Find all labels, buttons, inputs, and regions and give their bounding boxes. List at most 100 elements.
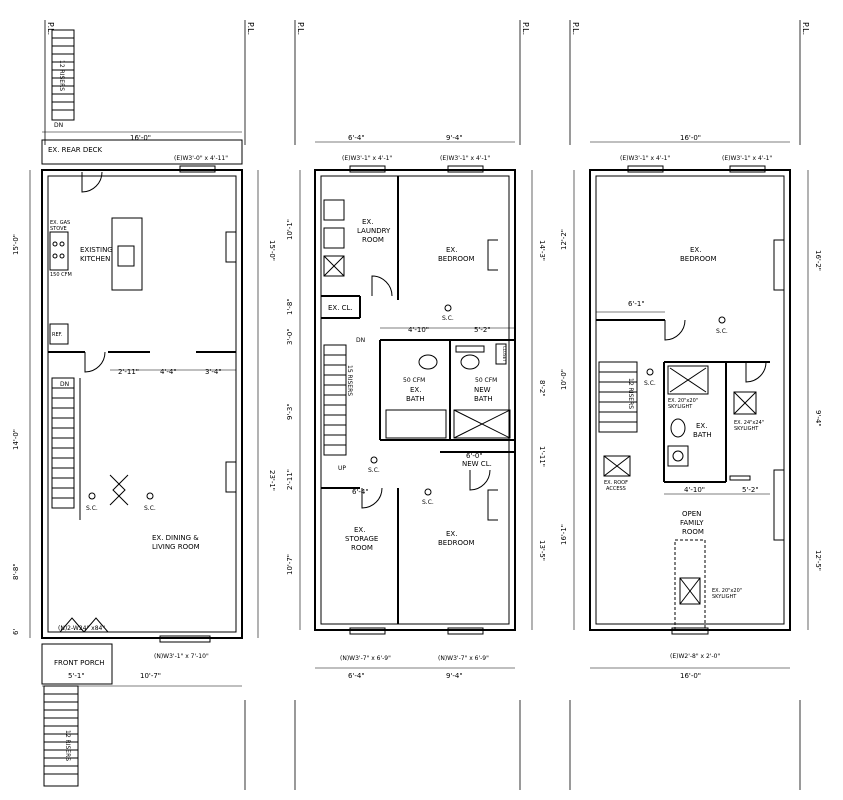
- new-cl-label: 6'-0": [466, 452, 483, 460]
- left-dim: 10'-7": [286, 554, 294, 575]
- width-bottom-dim: 16'-0": [680, 672, 701, 680]
- kitchen-label: KITCHEN: [80, 255, 110, 263]
- sc-label: S.C.: [86, 505, 98, 512]
- window-bottom: (E)W2'-8" x 2'-0": [670, 653, 720, 660]
- left-dim: 1'-8": [286, 298, 294, 315]
- bedroom-rear-label: BEDROOM: [438, 255, 475, 263]
- stair-up: UP: [338, 465, 346, 472]
- window-top: (E)W3'-1" x 4'-1": [722, 155, 772, 162]
- skylight-hall-label: SKYLIGHT: [734, 426, 759, 432]
- left-dim: 15'-0": [12, 234, 20, 255]
- sc-label: S.C.: [368, 467, 380, 474]
- bath-label: EX.: [696, 422, 707, 430]
- bedroom-label: BEDROOM: [680, 255, 717, 263]
- sc-label: S.C.: [442, 315, 454, 322]
- stove-label: STOVE: [50, 226, 67, 232]
- stair-dn: DN: [60, 381, 69, 388]
- right-dim: 14'-3": [538, 240, 546, 261]
- bedroom-label: EX.: [690, 246, 701, 254]
- left-dim: 8'-8": [12, 563, 20, 580]
- bath-new-label: BATH: [474, 395, 493, 403]
- pl-label: P.L.: [521, 22, 530, 35]
- sc-label: S.C.: [144, 505, 156, 512]
- stair-risers: 12 RISERS: [627, 378, 634, 409]
- left-dim: 16'-1": [560, 524, 568, 545]
- left-dim: 10'-0": [560, 369, 568, 390]
- skylight-bath-label: EX. 20"x20": [668, 398, 698, 404]
- dim-bath: 5'-2": [474, 326, 491, 334]
- right-dim: 1'-11": [538, 446, 546, 467]
- pl-label: P.L.: [296, 22, 305, 35]
- dim-mid: 2'-11": [118, 368, 139, 376]
- right-dim: 12'-5": [814, 550, 822, 571]
- storage-label: STORAGE: [345, 535, 378, 543]
- sc-label: S.C.: [716, 328, 728, 335]
- stair-risers: 15 RISERS: [346, 365, 353, 396]
- sc-label: S.C.: [422, 499, 434, 506]
- rear-stair: 12 RISERS DN: [51, 29, 75, 129]
- rear-deck-label: EX. REAR DECK: [48, 146, 103, 154]
- skylight-family-label: EX. 20"x20": [712, 588, 742, 594]
- storage-dim: 6'-4": [352, 488, 369, 496]
- property-lines: [44, 20, 801, 790]
- skylight-bath-label: SKYLIGHT: [668, 404, 693, 410]
- dim-bath: 5'-2": [742, 486, 759, 494]
- window-top-label: (E)W3'-0" x 4'-11": [174, 155, 228, 162]
- front-door-label: (N)2-W24" x84": [58, 625, 105, 632]
- window-bottom: (N)W3'-7" x 6'-9": [340, 655, 391, 662]
- panel-label: CLOSET: [502, 346, 507, 362]
- pl-labels: P.L. P.L. P.L. P.L. P.L. P.L.: [46, 22, 810, 35]
- skylight-hall-label: EX. 24"x24": [734, 420, 764, 426]
- family-label: ROOM: [682, 528, 704, 536]
- left-dim: 12'-2": [560, 229, 568, 250]
- rear-stair-dn: DN: [54, 122, 63, 129]
- rear-stair-risers: 12 RISERS: [58, 60, 65, 91]
- stair-dn: DN: [356, 337, 365, 344]
- right-dim: 23'-1": [268, 470, 276, 491]
- width-top-dim: 16'-0": [130, 134, 151, 142]
- dim-top: 9'-4": [446, 134, 463, 142]
- front-dim: 10'-7": [140, 672, 161, 680]
- pl-label: P.L.: [571, 22, 580, 35]
- bedroom-front-label: EX.: [446, 530, 457, 538]
- storage-label: EX.: [354, 526, 365, 534]
- dim-bottom: 9'-4": [446, 672, 463, 680]
- kitchen-label: EXISTING: [80, 246, 113, 254]
- laundry-label: LAUNDRY: [357, 227, 391, 235]
- front-window-label: (N)W3'-1" x 7'-10": [154, 653, 209, 660]
- roof-access-label: EX. ROOF: [604, 480, 628, 486]
- laundry-label: EX.: [362, 218, 373, 226]
- family-label: OPEN: [682, 510, 701, 518]
- front-stair: 12 RISERS: [43, 685, 79, 787]
- window-top: (E)W3'-1" x 4'-1": [440, 155, 490, 162]
- second-stair: DN UP 15 RISERS: [323, 337, 365, 472]
- cfm-label: 50 CFM: [403, 377, 425, 384]
- front-porch-label: FRONT PORCH: [54, 659, 105, 667]
- dining-label: EX. DINING &: [152, 534, 199, 542]
- right-dim: 8'-2": [538, 380, 546, 397]
- dim-bath: 4'-10": [408, 326, 429, 334]
- window-top: (E)W3'-1" x 4'-1": [342, 155, 392, 162]
- bath-new-label: NEW: [474, 386, 491, 394]
- second-floor-plan: 6'-4" 9'-4" (E)W3'-1" x 4'-1" (E)W3'-1" …: [286, 134, 546, 680]
- pl-label: P.L.: [801, 22, 810, 35]
- stove-label: EX. GAS: [50, 220, 70, 226]
- closet-label: EX. CL.: [328, 304, 353, 312]
- dim-top: 6'-4": [348, 134, 365, 142]
- laundry-label: ROOM: [362, 236, 384, 244]
- storage-label: ROOM: [351, 544, 373, 552]
- bath-ex-label: BATH: [406, 395, 425, 403]
- left-dim: 9'-3": [286, 403, 294, 420]
- window-top: (E)W3'-1" x 4'-1": [620, 155, 670, 162]
- pl-label: P.L.: [246, 22, 255, 35]
- first-floor-plan: 12 RISERS DN EX. REAR DECK 16'-0" (E)W3'…: [12, 29, 276, 787]
- window-bottom: (N)W3'-7" x 6'-9": [438, 655, 489, 662]
- ref-label: REF.: [52, 332, 63, 338]
- cfm-label: 50 CFM: [475, 377, 497, 384]
- dim-mid: 3'-4": [205, 368, 222, 376]
- left-dim: 14'-0": [12, 429, 20, 450]
- left-dim: 6': [12, 629, 20, 635]
- left-dim: 10'-1": [286, 219, 294, 240]
